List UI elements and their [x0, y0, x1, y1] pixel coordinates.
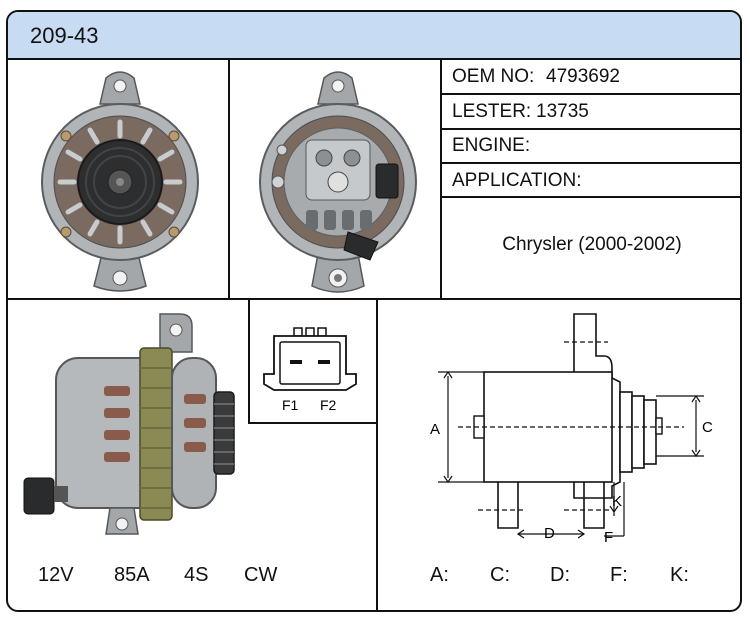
divider-info-3 [440, 162, 740, 164]
drawing-label-c: C [702, 419, 713, 436]
divider-v-drawing [376, 300, 378, 610]
connector-pin-f2: F2 [320, 397, 337, 413]
spec-rotation: CW [244, 564, 278, 586]
alternator-side-photo [23, 313, 235, 535]
application-label: APPLICATION: [452, 170, 582, 191]
divider-h-connector [248, 422, 378, 424]
connector-diagram: F1 F2 [263, 327, 357, 413]
dim-d: D: [550, 564, 570, 586]
lester-label: LESTER: [452, 101, 532, 122]
oem-label: OEM NO: [452, 66, 535, 87]
spec-pulley: 4S [184, 564, 209, 586]
part-code: 209-43 [30, 23, 99, 48]
divider-info-2 [440, 128, 740, 130]
drawing-label-d: D [544, 525, 555, 542]
connector-pin-f1: F1 [282, 397, 299, 413]
dimension-drawing: A C D F K [430, 313, 713, 546]
alternator-rear-photo [259, 71, 417, 293]
alternator-front-photo [41, 71, 199, 292]
divider-v-side [248, 300, 250, 422]
drawing-label-k: K [612, 493, 622, 510]
lester-value: 13735 [536, 101, 589, 122]
spec-voltage: 12V [38, 564, 74, 586]
dim-a: A: [430, 564, 449, 586]
application-value: Chrysler (2000-2002) [502, 234, 682, 255]
divider-v-info [440, 60, 442, 298]
divider-h-middle [8, 298, 740, 300]
engine-label: ENGINE: [452, 135, 531, 156]
dim-c: C: [490, 564, 510, 586]
dim-k: K: [670, 564, 689, 586]
divider-info-1 [440, 93, 740, 95]
divider-info-4 [440, 196, 740, 198]
oem-value: 4793692 [546, 66, 620, 87]
spec-amperage: 85A [114, 564, 150, 586]
dim-f: F: [610, 564, 628, 586]
drawing-label-a: A [430, 421, 440, 438]
spec-sheet: 209-43 OEM NO: 4793692 LESTER: 13735 ENG… [6, 10, 742, 612]
drawing-label-f: F [604, 529, 613, 546]
divider-v-photos [228, 60, 230, 298]
header-bar: 209-43 [8, 12, 740, 60]
